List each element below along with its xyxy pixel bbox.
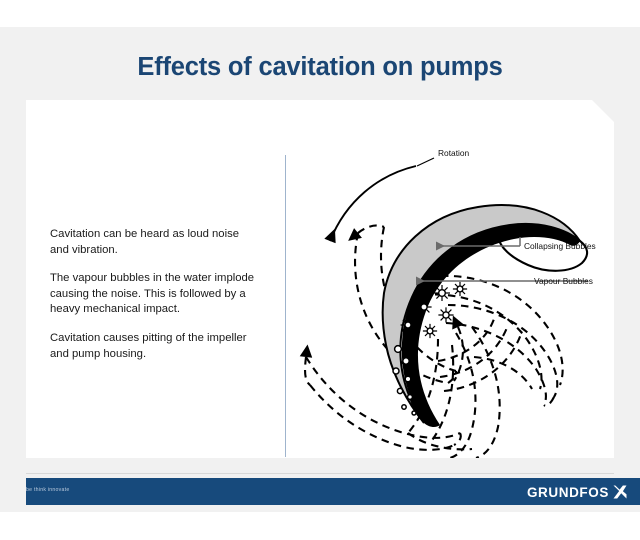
collapsing-bubble	[416, 299, 431, 314]
highlighted-vane	[383, 205, 587, 427]
vapour-bubbles-group	[393, 346, 416, 415]
rotation-arrow	[330, 166, 416, 241]
impeller-vane-5	[446, 305, 557, 406]
collapsing-bubble	[438, 307, 453, 322]
collapsing-bubble	[434, 285, 450, 301]
collapsing-bubble	[401, 318, 416, 333]
label-rotation: Rotation	[438, 148, 470, 158]
vapour-bubble	[405, 376, 411, 382]
impeller-vanes	[305, 225, 563, 458]
impeller-vane-3	[408, 339, 472, 449]
body-paragraph-2: The vapour bubbles in the water implode …	[50, 272, 255, 316]
vapour-bubble	[408, 395, 413, 400]
body-text-block: Cavitation can be heard as loud noise an…	[50, 227, 255, 362]
footer-bar: be think innovate GRUNDFOS	[26, 478, 640, 505]
footer-divider	[26, 473, 614, 474]
vapour-bubble	[412, 411, 416, 415]
page-title: Effects of cavitation on pumps	[137, 53, 503, 81]
vapour-bubble	[397, 388, 402, 393]
collapsing-bubbles-group	[401, 282, 468, 338]
grundfos-x-icon	[613, 485, 627, 499]
slide-background: Effects of cavitation on pumps Cavitatio…	[0, 27, 640, 512]
rotation-leader	[417, 158, 434, 166]
vertical-divider	[285, 155, 286, 457]
pump-impeller-cavitation-diagram: Rotation Collapsing Bubbles Vapour Bubbl…	[288, 145, 614, 458]
leader-lines	[416, 158, 588, 281]
impeller-vane-4	[450, 327, 500, 458]
impeller-vane-6	[422, 276, 563, 389]
vapour-bubble	[395, 346, 402, 353]
collapsing-bubble	[453, 282, 467, 296]
label-vapour-bubbles: Vapour Bubbles	[534, 276, 593, 286]
collapsing-bubble	[423, 324, 437, 338]
impeller-centre-swirls	[438, 319, 522, 391]
vane-tip-hook	[498, 237, 587, 271]
body-paragraph-3: Cavitation causes pitting of the impelle…	[50, 331, 247, 360]
vapour-bubble	[393, 368, 399, 374]
content-card: Cavitation can be heard as loud noise an…	[26, 100, 614, 458]
footer-tagline: be think innovate	[26, 487, 70, 493]
brand-name: GRUNDFOS	[526, 484, 609, 500]
brand-logo: GRUNDFOS	[527, 484, 628, 500]
collapsing-bubbles-leader	[436, 237, 520, 246]
body-paragraph-1: Cavitation can be heard as loud noise an…	[50, 228, 240, 256]
vane-solid-face	[402, 224, 580, 427]
vapour-bubble	[402, 405, 406, 409]
impeller-vane-2	[305, 357, 461, 450]
vapour-bubble	[403, 358, 409, 364]
label-collapsing-bubbles: Collapsing Bubbles	[524, 241, 596, 251]
